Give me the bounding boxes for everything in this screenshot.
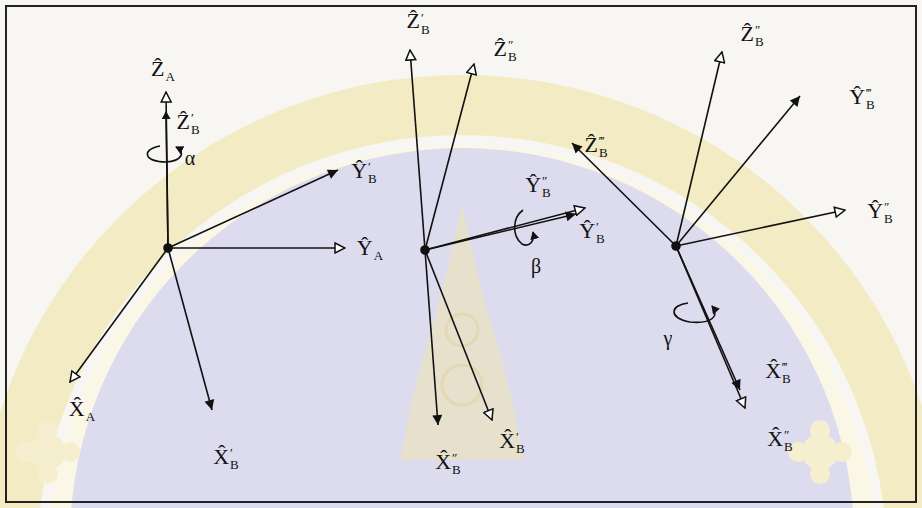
axis-label: Ŷ″B: [867, 200, 893, 225]
axis-label: X̂″B: [435, 451, 461, 476]
axis-label: X̂‴B: [765, 360, 791, 385]
frame-c: [572, 52, 845, 408]
axis-label: Ẑ‴B: [584, 134, 607, 159]
rotation-angle: β: [531, 256, 541, 276]
axis-label: Ŷ′B: [579, 220, 605, 245]
frame-a: [70, 92, 345, 410]
axis-label: Ẑ′B: [406, 10, 429, 35]
rotation-angle: γ: [664, 328, 673, 348]
axis-label: Ẑ″B: [493, 38, 516, 63]
axis-label: Ẑ″B: [740, 23, 763, 48]
rotation-angle: α: [185, 148, 195, 168]
axis-label: Ŷ‴B: [849, 86, 875, 111]
axis-label: X̂A: [69, 398, 95, 423]
frame-b: [410, 50, 585, 425]
axis-label: Ŷ″B: [525, 174, 551, 199]
frame-border: [6, 6, 916, 502]
axis-label: Ŷ′B: [351, 160, 377, 185]
axis-label: ẐA: [151, 58, 175, 83]
axis-label: X̂′B: [213, 446, 239, 471]
axis-label: X̂′B: [499, 430, 525, 455]
axis-label: Ẑ′B: [176, 111, 199, 136]
axis-label: ŶA: [357, 237, 383, 262]
axis-label: X̂″B: [767, 428, 793, 453]
